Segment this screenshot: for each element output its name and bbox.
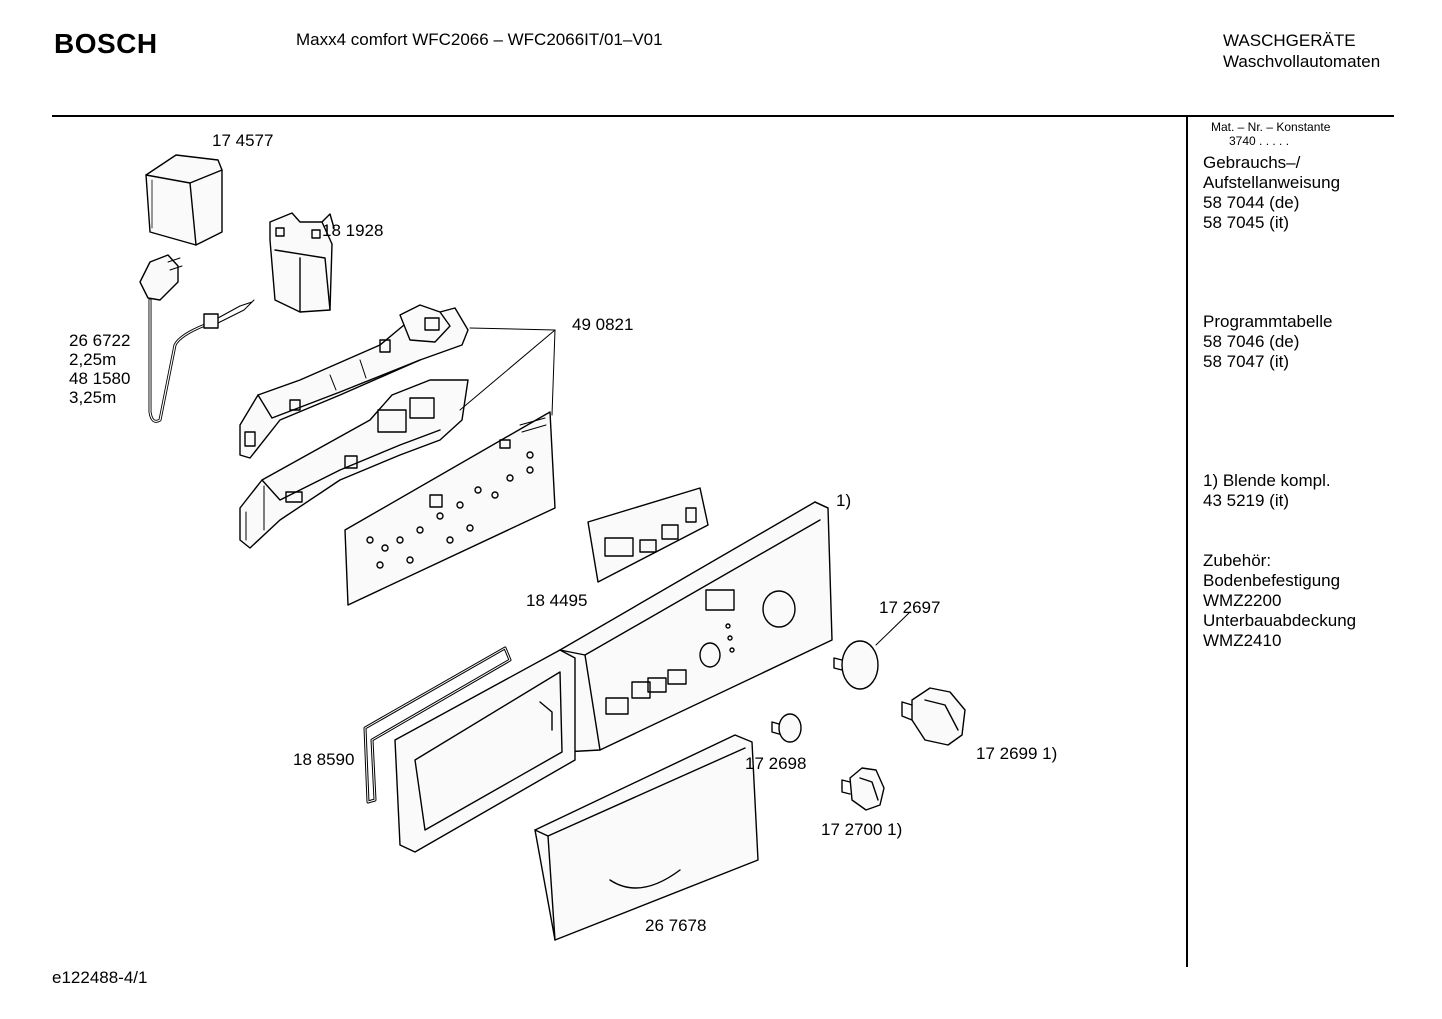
top-divider: [52, 115, 1394, 117]
part-knob-disc: [833, 611, 911, 690]
zubehoer-item-1: Bodenbefestigung: [1203, 571, 1341, 590]
programm-title: Programmtabelle: [1203, 312, 1333, 331]
exploded-parts-diagram: [139, 154, 966, 941]
gebrauch-block: Gebrauchs–/ Aufstellanweisung 58 7044 (d…: [1203, 153, 1340, 233]
zubehoer-item-2: Unterbauabdeckung: [1203, 611, 1357, 630]
zubehoer-block: Zubehör: Bodenbefestigung WMZ2200 Unterb…: [1203, 551, 1356, 651]
programm-it: 58 7047 (it): [1203, 352, 1289, 371]
part-detergent-drawer: [394, 649, 576, 853]
zubehoer-title: Zubehör:: [1203, 551, 1272, 570]
blende-title: 1) Blende kompl.: [1203, 471, 1331, 490]
callout-length-2: 3,25m: [69, 388, 117, 407]
part-electronic-module-upper: [239, 304, 469, 459]
gebrauch-it: 58 7045 (it): [1203, 213, 1289, 232]
zubehoer-item-2-code: WMZ2410: [1203, 631, 1282, 650]
blende-it: 43 5219 (it): [1203, 491, 1289, 510]
part-main-pcb: [344, 411, 556, 606]
category-subline: Waschvollautomaten: [1223, 52, 1381, 71]
blende-block: 1) Blende kompl. 43 5219 (it): [1203, 471, 1331, 511]
programm-block: Programmtabelle 58 7046 (de) 58 7047 (it…: [1203, 312, 1332, 372]
zubehoer-item-1-code: WMZ2200: [1203, 591, 1282, 610]
model-title: Maxx4 comfort WFC2066 – WFC2066IT/01–V01: [296, 30, 663, 49]
callout-172699: 17 2699 1): [976, 744, 1058, 763]
mat-nr-value: 3740 . . . . .: [1229, 134, 1290, 148]
callout-181928: 18 1928: [322, 221, 384, 240]
part-filter-cap: [145, 154, 223, 246]
gebrauch-title-1: Gebrauchs–/: [1203, 153, 1301, 172]
category-block: WASCHGERÄTE Waschvollautomaten: [1223, 30, 1380, 72]
callout-266722: 26 6722: [69, 331, 131, 350]
callout-172697: 17 2697: [879, 598, 941, 617]
category-line: WASCHGERÄTE: [1223, 31, 1356, 50]
callout-172700: 17 2700 1): [821, 820, 903, 839]
part-programme-knob: [901, 687, 966, 746]
part-option-knob: [841, 767, 885, 811]
callout-481580: 48 1580: [69, 369, 131, 388]
brand-logo: BOSCH: [54, 28, 158, 59]
drawing-id: e122488-4/1: [52, 968, 148, 987]
callout-184495: 18 4495: [526, 591, 588, 610]
callout-172698: 17 2698: [745, 754, 807, 773]
gebrauch-title-2: Aufstellanweisung: [1203, 173, 1341, 192]
callout-490821: 49 0821: [572, 315, 634, 334]
part-small-knob: [771, 713, 802, 743]
gebrauch-de: 58 7044 (de): [1203, 193, 1300, 212]
mat-nr-label: Mat. – Nr. – Konstante: [1211, 120, 1331, 134]
callout-267678: 26 7678: [645, 916, 707, 935]
sidebar-divider: [1186, 117, 1188, 967]
part-display-pcb: [587, 487, 709, 583]
callout-174577: 17 4577: [212, 131, 274, 150]
part-detergent-seal: [363, 646, 512, 804]
part-interference-filter: [269, 212, 335, 313]
part-mains-cable: [139, 254, 255, 423]
callout-188590: 18 8590: [293, 750, 355, 769]
leader-lines-490821: [459, 327, 556, 416]
part-electronic-module-frame: [239, 379, 469, 549]
callout-266722-block: 26 6722 2,25m 48 1580 3,25m: [69, 331, 130, 407]
callout-length-1: 2,25m: [69, 350, 117, 369]
part-drawer-handle: [534, 734, 759, 941]
callout-note-1: 1): [836, 491, 852, 510]
programm-de: 58 7046 (de): [1203, 332, 1300, 351]
mat-nr-block: Mat. – Nr. – Konstante 3740 . . . . .: [1211, 120, 1330, 148]
